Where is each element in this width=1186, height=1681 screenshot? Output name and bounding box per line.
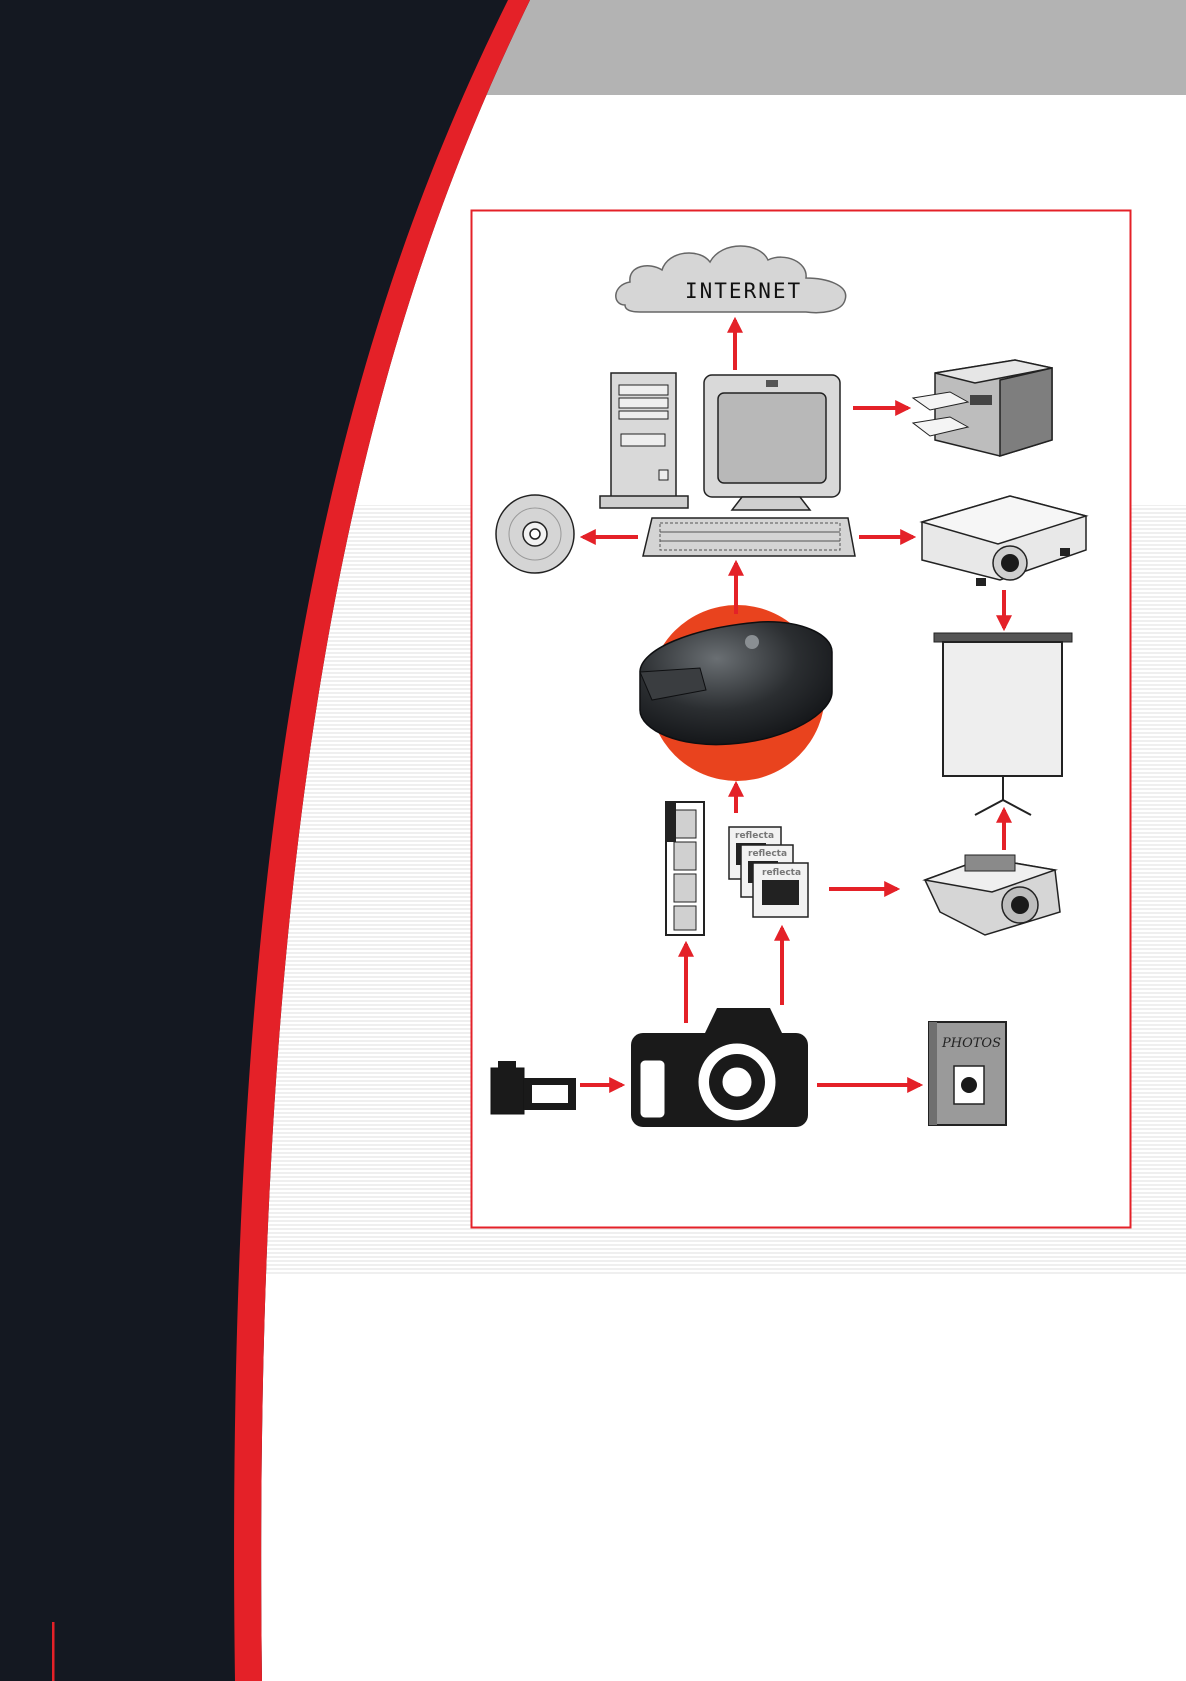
album-photo-dot: [961, 1077, 977, 1093]
tower-base: [600, 496, 688, 508]
beamer-foot-2: [1060, 548, 1070, 556]
strip-frame-3: [674, 874, 696, 902]
front-panel: [621, 434, 665, 446]
red-accent-line: [52, 1622, 55, 1681]
camera-lens-glass: [721, 1066, 753, 1098]
photo-album: PHOTOS: [929, 1022, 1006, 1125]
beamer-lens: [1001, 554, 1019, 572]
slide-label-3: reflecta: [762, 868, 801, 878]
album-label: PHOTOS: [941, 1036, 1001, 1051]
beamer-foot-1: [976, 578, 986, 586]
strip-curl: [666, 802, 676, 842]
drive-bay-3: [619, 411, 668, 419]
cd: [496, 495, 574, 573]
monitor-stand: [732, 497, 810, 510]
cartridge-cap: [498, 1061, 516, 1069]
negative-strip: [666, 802, 704, 935]
drive-bay-2: [619, 398, 668, 408]
album-spine: [929, 1022, 937, 1125]
slide-magazine: [965, 855, 1015, 871]
film-cartridge-icon: [491, 1068, 524, 1114]
camera-grip: [640, 1060, 665, 1118]
cd-hole: [530, 529, 540, 539]
strip-frame-1: [674, 810, 696, 838]
film-leader-window: [532, 1085, 568, 1103]
internet-label: INTERNET: [685, 279, 802, 303]
keyboard: [643, 518, 855, 556]
pc-tower: [600, 373, 688, 508]
monitor: [704, 375, 840, 510]
header-grey-bar: [420, 0, 1186, 95]
scanner-logo: [745, 635, 759, 649]
drive-bay-1: [619, 385, 668, 395]
printer-display: [970, 395, 992, 405]
screen-bar: [934, 633, 1072, 642]
monitor-logo: [766, 380, 778, 387]
strip-frame-4: [674, 906, 696, 930]
slide-projector-lens: [1011, 896, 1029, 914]
slide-label-2: reflecta: [748, 849, 787, 859]
printer-side: [1000, 368, 1052, 456]
strip-frame-2: [674, 842, 696, 870]
slide-window-3: [762, 880, 799, 905]
power-button: [659, 470, 668, 480]
slide-mount-3: reflecta: [753, 863, 808, 917]
monitor-screen: [718, 393, 826, 483]
projection-screen-icon: [943, 642, 1062, 776]
camera-prism: [705, 1008, 782, 1033]
slide-label-1: reflecta: [735, 831, 774, 841]
